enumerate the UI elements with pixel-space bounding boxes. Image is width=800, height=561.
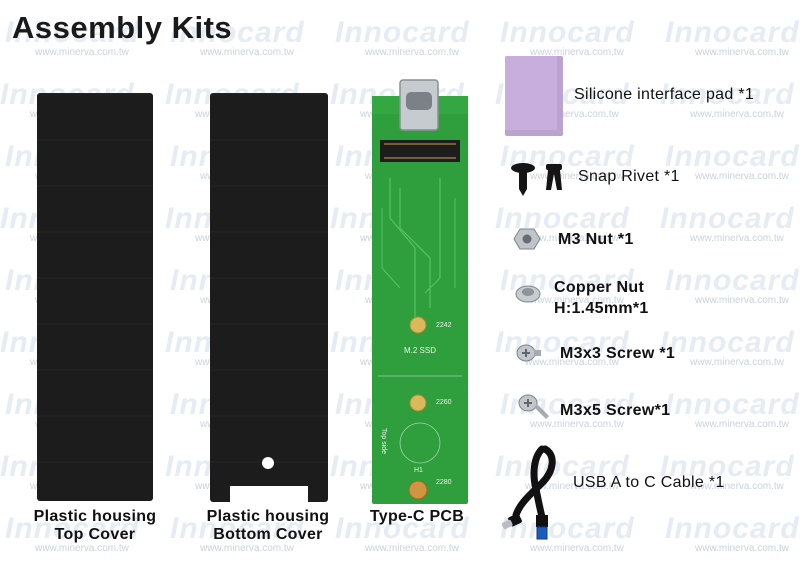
usb-cable-label: USB A to C Cable *1 [573,474,725,491]
watermark-brand: Innocard [665,140,800,173]
top-cover-caption-line1: Plastic housing [33,508,157,525]
top-cover-image [37,93,153,501]
watermark-url: www.minerva.com.tw [200,47,294,58]
standoff-2280 [408,480,428,500]
watermark-url: www.minerva.com.tw [35,47,129,58]
watermark-url: www.minerva.com.tw [695,171,789,182]
watermark-brand: Innocard [665,388,800,421]
bottom-cover-caption-line2: Bottom Cover [213,526,323,543]
copper-nut-icon [515,285,541,303]
watermark-url: www.minerva.com.tw [695,47,789,58]
m3-nut-icon [513,228,541,250]
m3-nut-label: M3 Nut *1 [558,231,634,248]
silicone-pad-icon [505,56,563,136]
snap-rivet-icon [511,163,562,196]
watermark-brand: Innocard [500,16,635,49]
pcb-caption: Type-C PCB [369,508,465,525]
pcb-top-side-text: Top side [380,428,387,454]
standoff-2260 [409,394,427,412]
m3x3-screw-label: M3x3 Screw *1 [560,345,676,362]
bottom-cover-image [210,93,328,502]
silk-circle [399,422,441,464]
copper-nut-label: Copper Nut H:1.45mm*1 [554,277,649,319]
top-cover-caption-line2: Top Cover [54,526,136,543]
watermark-url: www.minerva.com.tw [530,419,624,430]
cover-notch [228,486,310,502]
watermark-url: www.minerva.com.tw [695,295,789,306]
watermark-brand: Innocard [335,16,470,49]
m3x5-screw-label: M3x5 Screw*1 [560,402,671,419]
top-cover-caption: Plastic housing Top Cover [20,508,170,544]
usb-cable-icon [501,445,556,540]
pcb-ssd-text: M.2 SSD [404,346,436,355]
bottom-cover-caption: Plastic housing Bottom Cover [193,508,343,544]
m2-slot [380,140,460,162]
pcb-image: 2242 M.2 SSD 2260 Top side H1 2280 [372,79,468,504]
snap-rivet-label: Snap Rivet *1 [578,168,680,185]
watermark-url: www.minerva.com.tw [690,233,784,244]
copper-nut-label-line1: Copper Nut [554,279,645,296]
pcb-mark-2242: 2242 [436,322,452,329]
watermark-brand: Innocard [665,512,800,545]
bottom-cover-caption-line1: Plastic housing [206,508,330,525]
pcb-h1-text: H1 [414,467,423,474]
watermark-url: www.minerva.com.tw [365,47,459,58]
watermark-brand: Innocard [660,326,795,359]
watermark-url: www.minerva.com.tw [695,543,789,554]
m3x5-screw-icon [518,394,549,419]
watermark-brand: Innocard [665,264,800,297]
watermark-brand: Innocard [665,16,800,49]
pcb-mark-2280: 2280 [436,479,452,486]
watermark-brand: Innocard [660,202,795,235]
watermark-url: www.minerva.com.tw [690,109,784,120]
watermark-url: www.minerva.com.tw [200,543,294,554]
copper-nut-label-line2: H:1.45mm*1 [554,300,649,317]
pcb-mark-2260: 2260 [436,399,452,406]
cover-hole [262,457,274,469]
watermark-url: www.minerva.com.tw [365,543,459,554]
cover-notch-left [220,481,230,502]
watermark-url: www.minerva.com.tw [690,357,784,368]
silicone-pad-label: Silicone interface pad *1 [574,86,755,103]
standoff-2242 [409,316,427,334]
pcb-board [372,96,468,504]
watermark-url: www.minerva.com.tw [35,543,129,554]
watermark-url: www.minerva.com.tw [530,543,624,554]
m3x3-screw-icon [516,344,541,362]
watermark-url: www.minerva.com.tw [695,419,789,430]
page-title: Assembly Kits [12,10,233,45]
cover-notch-right [308,481,318,502]
